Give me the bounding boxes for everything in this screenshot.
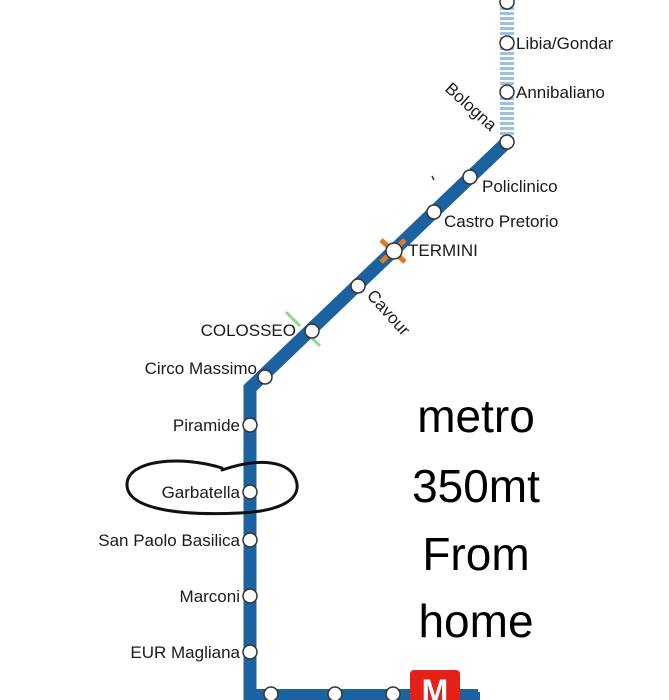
station-label: San Paolo Basilica — [98, 531, 240, 550]
station-cavour[interactable]: Cavour — [350, 278, 414, 340]
station-label: Garbatella — [162, 483, 241, 502]
station-label: Bologna — [441, 79, 500, 135]
station-label: Policlinico — [482, 177, 558, 196]
handdrawn-circle-annotation — [125, 459, 299, 516]
station-label: Libia/Gondar — [516, 34, 614, 53]
stray-mark — [431, 175, 435, 181]
station-label: TERMINI — [408, 241, 478, 260]
note-line-2: 350mt — [412, 460, 540, 512]
station-top-cut[interactable] — [499, 0, 515, 10]
station-label: EUR Magliana — [130, 643, 240, 662]
station-label: Annibaliano — [516, 83, 605, 102]
station-bottom-2[interactable] — [327, 686, 343, 700]
station-san-paolo-basilica[interactable]: San Paolo Basilica — [98, 531, 258, 550]
note-line-1: metro — [417, 390, 535, 442]
station-piramide[interactable]: Piramide — [173, 416, 258, 435]
station-circo-massimo[interactable]: Circo Massimo — [145, 359, 273, 385]
station-annibaliano[interactable]: Annibaliano — [499, 83, 605, 102]
station-castro-pretorio[interactable]: Castro Pretorio — [426, 204, 558, 231]
station-termini[interactable]: TERMINI — [385, 241, 478, 260]
station-colosseo[interactable]: COLOSSEO — [201, 321, 320, 340]
station-label: Marconi — [180, 587, 240, 606]
station-policlinico[interactable]: Policlinico — [462, 169, 558, 196]
station-label: Piramide — [173, 416, 240, 435]
station-label: Cavour — [363, 286, 414, 340]
note-line-3: From — [422, 528, 529, 580]
metro-logo-icon: M — [410, 670, 480, 700]
station-marconi[interactable]: Marconi — [180, 587, 258, 606]
station-label: Circo Massimo — [145, 359, 257, 378]
note-text: metro 350mt From home — [412, 390, 540, 647]
station-bottom-1[interactable] — [263, 686, 279, 700]
station-libia-gondar[interactable]: Libia/Gondar — [499, 34, 614, 53]
station-label: COLOSSEO — [201, 321, 296, 340]
station-garbatella[interactable]: Garbatella — [162, 483, 258, 502]
station-eur-magliana[interactable]: EUR Magliana — [130, 643, 258, 662]
station-bottom-3[interactable] — [385, 686, 401, 700]
metro-logo-letter: M — [422, 673, 449, 700]
note-line-4: home — [418, 595, 533, 647]
station-label: Castro Pretorio — [444, 212, 558, 231]
